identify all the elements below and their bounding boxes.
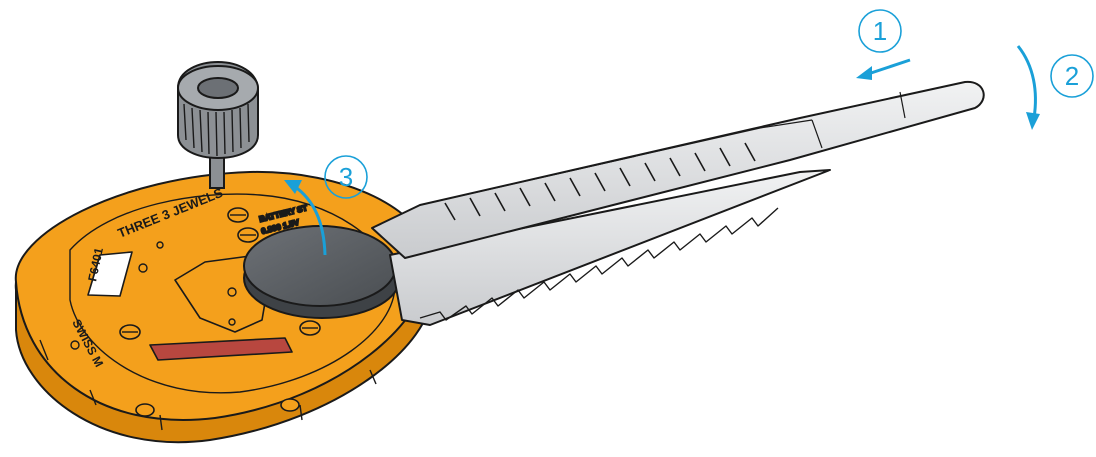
tweezers-upper-arm — [371, 80, 985, 259]
slot-window — [87, 251, 133, 297]
step-3-arrow — [293, 184, 327, 256]
step-1-arrow — [867, 58, 911, 76]
step-2-number: 2 — [1065, 61, 1079, 91]
ruby-jewel-bar — [149, 337, 293, 361]
step-1-number: 1 — [873, 16, 887, 46]
step-1-circle — [858, 9, 902, 53]
step-indicators — [284, 9, 1094, 256]
battery-top — [243, 225, 397, 307]
step-3-number: 3 — [339, 162, 353, 192]
tweezers-grip-ridges — [444, 142, 756, 221]
tweezers — [371, 80, 985, 326]
step-2-arrow — [1016, 45, 1037, 119]
tweezers-lower-arm — [389, 169, 831, 326]
step-3-circle — [324, 155, 368, 199]
step-2-circle — [1050, 54, 1094, 98]
calibre-text: F6401 — [85, 246, 106, 283]
crown-assembly — [177, 60, 259, 189]
